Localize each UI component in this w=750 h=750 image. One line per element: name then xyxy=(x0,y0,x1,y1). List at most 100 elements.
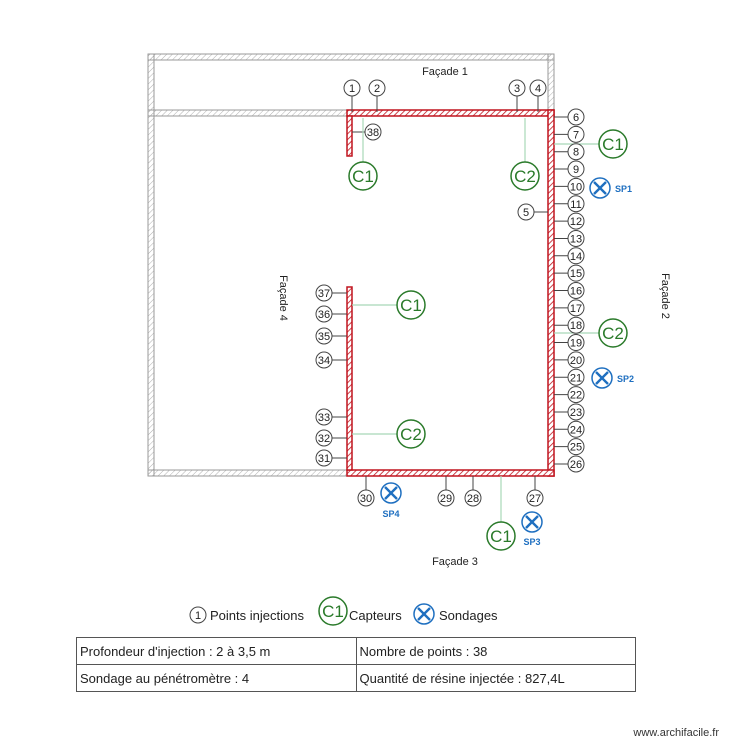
sounding-sp4: SP4 xyxy=(380,482,402,519)
point-marker xyxy=(567,195,585,213)
injection-point-6: 6 xyxy=(567,108,585,126)
point-number: 6 xyxy=(573,112,579,124)
penetrometer-soundings: Sondage au pénétromètre : 4 xyxy=(76,664,357,692)
point-number: 36 xyxy=(318,309,330,321)
point-marker xyxy=(315,429,333,447)
point-marker xyxy=(567,368,585,386)
point-number: 26 xyxy=(570,459,582,471)
injected-walls xyxy=(346,109,555,477)
injection-point-37: 37 xyxy=(315,284,333,302)
injection-point-31: 31 xyxy=(315,449,333,467)
injection-point-17: 17 xyxy=(567,299,585,317)
point-number: 18 xyxy=(570,320,582,332)
point-marker xyxy=(567,264,585,282)
injection-point-20: 20 xyxy=(567,351,585,369)
point-number: 27 xyxy=(529,493,541,505)
point-number: 3 xyxy=(514,83,520,95)
point-marker xyxy=(567,177,585,195)
point-number: 5 xyxy=(523,207,529,219)
sounding-sp1: SP1 xyxy=(589,177,632,199)
point-marker xyxy=(315,327,333,345)
injection-point-27: 27 xyxy=(526,489,544,507)
sounding-cross xyxy=(593,181,607,195)
injection-point-2: 2 xyxy=(368,79,386,97)
point-number: 35 xyxy=(318,331,330,343)
point-marker xyxy=(437,489,455,507)
point-marker xyxy=(567,229,585,247)
sounding-sp3: SP3 xyxy=(521,511,543,547)
legend-sounding-icon xyxy=(413,603,435,625)
point-marker xyxy=(517,203,535,221)
point-number: 12 xyxy=(570,216,582,228)
legend-sensor-marker: C1 xyxy=(318,596,348,626)
point-number: 7 xyxy=(573,129,579,141)
sensor-label: C2 xyxy=(400,425,422,444)
sounding-cross xyxy=(384,486,398,500)
point-number: 19 xyxy=(570,338,582,350)
sensor-marker xyxy=(598,129,628,159)
point-marker xyxy=(567,212,585,230)
resin-quantity: Quantité de résine injectée : 827,4L xyxy=(355,664,636,692)
sounding-label: SP1 xyxy=(615,184,632,194)
point-marker xyxy=(567,455,585,473)
point-number: 24 xyxy=(570,424,582,436)
point-marker xyxy=(567,160,585,178)
sensor-5: C1 xyxy=(396,290,426,320)
point-number: 31 xyxy=(318,453,330,465)
point-number: 4 xyxy=(535,83,541,95)
point-number: 37 xyxy=(318,288,330,300)
point-number: 25 xyxy=(570,442,582,454)
injection-point-14: 14 xyxy=(567,247,585,265)
point-marker xyxy=(526,489,544,507)
injection-point-16: 16 xyxy=(567,282,585,299)
injection-point-36: 36 xyxy=(315,305,333,323)
footer-credit: www.archifacile.fr xyxy=(633,727,719,739)
sensor-label: C1 xyxy=(400,296,422,315)
injection-point-34: 34 xyxy=(315,351,333,369)
point-number: 21 xyxy=(570,372,582,384)
injection-point-29: 29 xyxy=(437,489,455,507)
point-number: 20 xyxy=(570,355,582,367)
point-number: 32 xyxy=(318,433,330,445)
injection-point-13: 13 xyxy=(567,229,585,247)
point-marker xyxy=(567,316,585,334)
legend-point-text: Points injections xyxy=(210,608,304,623)
sensor-label: C2 xyxy=(514,167,536,186)
point-marker xyxy=(567,403,585,421)
point-marker xyxy=(315,305,333,323)
sensor-label: C1 xyxy=(602,135,624,154)
sensor-1: C1 xyxy=(348,161,378,191)
point-number: 16 xyxy=(570,286,582,298)
injection-point-8: 8 xyxy=(567,143,585,161)
injection-point-7: 7 xyxy=(567,125,585,143)
sensor-marker xyxy=(348,161,378,191)
point-marker xyxy=(567,420,585,438)
point-number: 30 xyxy=(360,493,372,505)
sensor-marker xyxy=(396,419,426,449)
injection-point-22: 22 xyxy=(567,386,585,404)
leader-lines xyxy=(324,88,599,522)
sensor-marker xyxy=(396,290,426,320)
injection-point-26: 26 xyxy=(567,455,585,473)
injection-point-33: 33 xyxy=(315,408,333,426)
point-number: 23 xyxy=(570,407,582,419)
injection-point-3: 3 xyxy=(508,79,526,97)
facade-4-label: Façade 4 xyxy=(277,275,289,321)
injection-point-19: 19 xyxy=(567,334,585,352)
point-marker xyxy=(315,408,333,426)
point-marker xyxy=(343,79,361,97)
injection-point-11: 11 xyxy=(567,195,585,213)
injection-point-1: 1 xyxy=(343,79,361,97)
legend-point-marker: 1 xyxy=(189,606,207,624)
sensor-marker xyxy=(486,521,516,551)
point-marker xyxy=(567,247,585,265)
sensor-3: C1 xyxy=(598,129,628,159)
injection-point-24: 24 xyxy=(567,420,585,438)
legend-sounding-text: Sondages xyxy=(439,608,498,623)
point-number: 22 xyxy=(570,390,582,402)
sensor-label: C1 xyxy=(490,527,512,546)
injection-point-35: 35 xyxy=(315,327,333,345)
point-number: 2 xyxy=(374,83,380,95)
